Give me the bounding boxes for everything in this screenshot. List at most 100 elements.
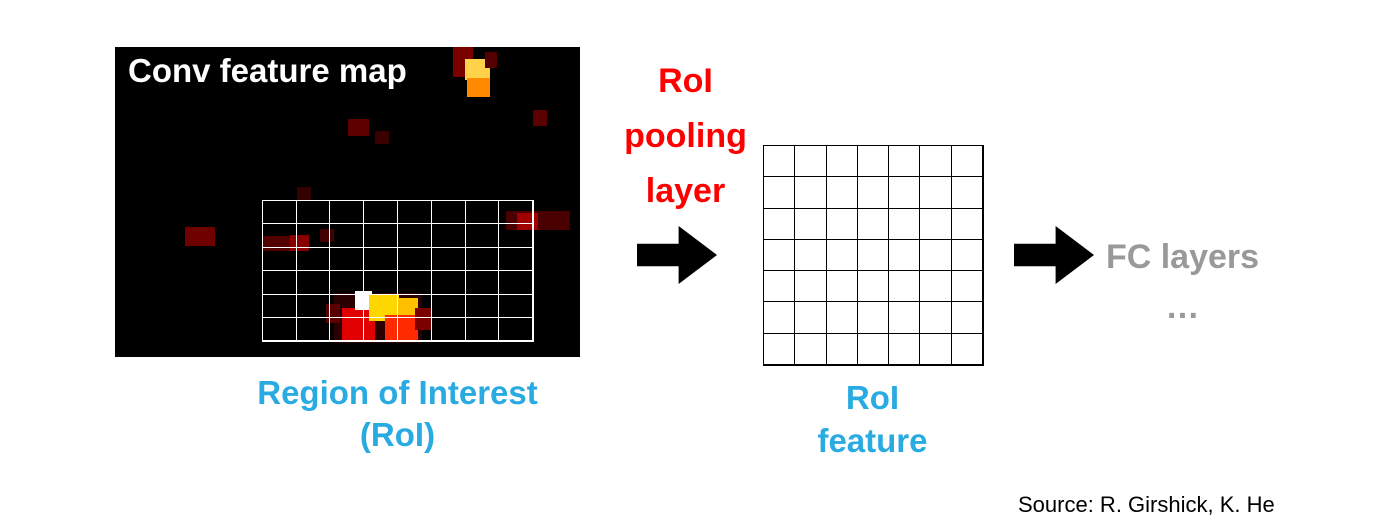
grid-cell [826,271,858,303]
grid-cell [920,146,952,178]
grid-cell [920,333,952,365]
grid-cell [795,239,827,272]
grid-cell [951,239,983,272]
roi-feature-label-line1: RoI [845,379,900,416]
heat-spot [185,227,216,247]
pooling-label-line1: RoI [658,62,713,100]
grid-cell [951,146,983,178]
grid-cell [795,146,827,178]
grid-cell [330,271,365,295]
grid-cell [431,271,466,295]
grid-cell [262,224,297,248]
grid-cell [262,247,297,272]
roi-feature-grid [763,145,984,366]
grid-cell [262,271,297,295]
grid-cell [857,333,890,365]
grid-cell [296,224,331,248]
grid-cell [764,302,796,334]
feature-map-title: Conv feature map [128,52,407,89]
grid-cell [262,294,297,318]
heat-spot [466,78,490,97]
heat-spot [533,109,547,127]
grid-cell [364,224,399,248]
grid-cell [364,201,399,225]
grid-cell [764,208,796,240]
grid-cell [889,208,921,240]
grid-cell [296,201,331,225]
grid-cell [920,302,952,334]
grid-cell [889,177,921,209]
fc-layers-label: FC layers … [1095,232,1270,332]
heat-spot [465,59,491,81]
grid-cell [795,208,827,240]
heat-spot [320,228,334,242]
grid-cell [262,201,297,225]
grid-cell [857,302,890,334]
source-credit: Source: R. Girshick, K. He [1018,492,1275,517]
grid-cell [764,177,796,209]
grid-cell [296,317,331,342]
grid-cell [795,177,827,209]
grid-cell [951,177,983,209]
grid-cell [398,271,432,295]
grid-cell [499,247,534,272]
grid-cell [764,146,796,178]
grid-cell [330,317,365,342]
grid-cell [764,271,796,303]
grid-cell [764,239,796,272]
grid-cell [330,224,365,248]
grid-cell [857,146,890,178]
grid-cell [465,247,500,272]
grid-cell [499,271,534,295]
grid-cell [920,177,952,209]
heat-spot [347,118,369,136]
grid-cell [465,294,500,318]
grid-cell [889,333,921,365]
grid-cell [431,317,466,342]
region-of-interest-label: Region of Interest (RoI) [165,372,630,456]
grid-cell [951,333,983,365]
grid-cell [330,247,365,272]
grid-cell [826,208,858,240]
grid-cell [398,317,432,342]
grid-cell [499,294,534,318]
grid-cell [857,208,890,240]
grid-cell [499,224,534,248]
grid-cell [364,247,399,272]
grid-cell [431,247,466,272]
heat-spot [385,315,419,341]
heat-spot [396,298,418,321]
heat-spot [485,51,498,69]
roi-feature-label-line2: feature [817,422,928,459]
grid-cell [296,271,331,295]
feature-map: Conv feature map [115,47,580,357]
grid-cell [364,271,399,295]
grid-cell [951,302,983,334]
grid-cell [431,224,466,248]
grid-cell [262,317,297,342]
roi-grid [261,200,535,343]
grid-cell [499,201,534,225]
grid-cell [826,302,858,334]
grid-cell [795,302,827,334]
roi-pooling-layer-label: RoI pooling layer [593,54,778,219]
grid-cell [465,271,500,295]
grid-cell [951,208,983,240]
grid-cell [465,224,500,248]
heat-spot [296,187,311,202]
grid-cell [889,271,921,303]
grid-cell [826,177,858,209]
region-label-line1: Region of Interest [257,374,538,411]
grid-cell [826,146,858,178]
grid-cell [364,294,399,318]
grid-cell [857,177,890,209]
roi-feature-label: RoI feature [763,376,982,462]
grid-cell [795,333,827,365]
pooling-label-line2: pooling [624,117,747,155]
grid-cell [826,333,858,365]
heat-spot [415,308,432,331]
grid-cell [431,294,466,318]
grid-cell [398,224,432,248]
grid-cell [889,239,921,272]
